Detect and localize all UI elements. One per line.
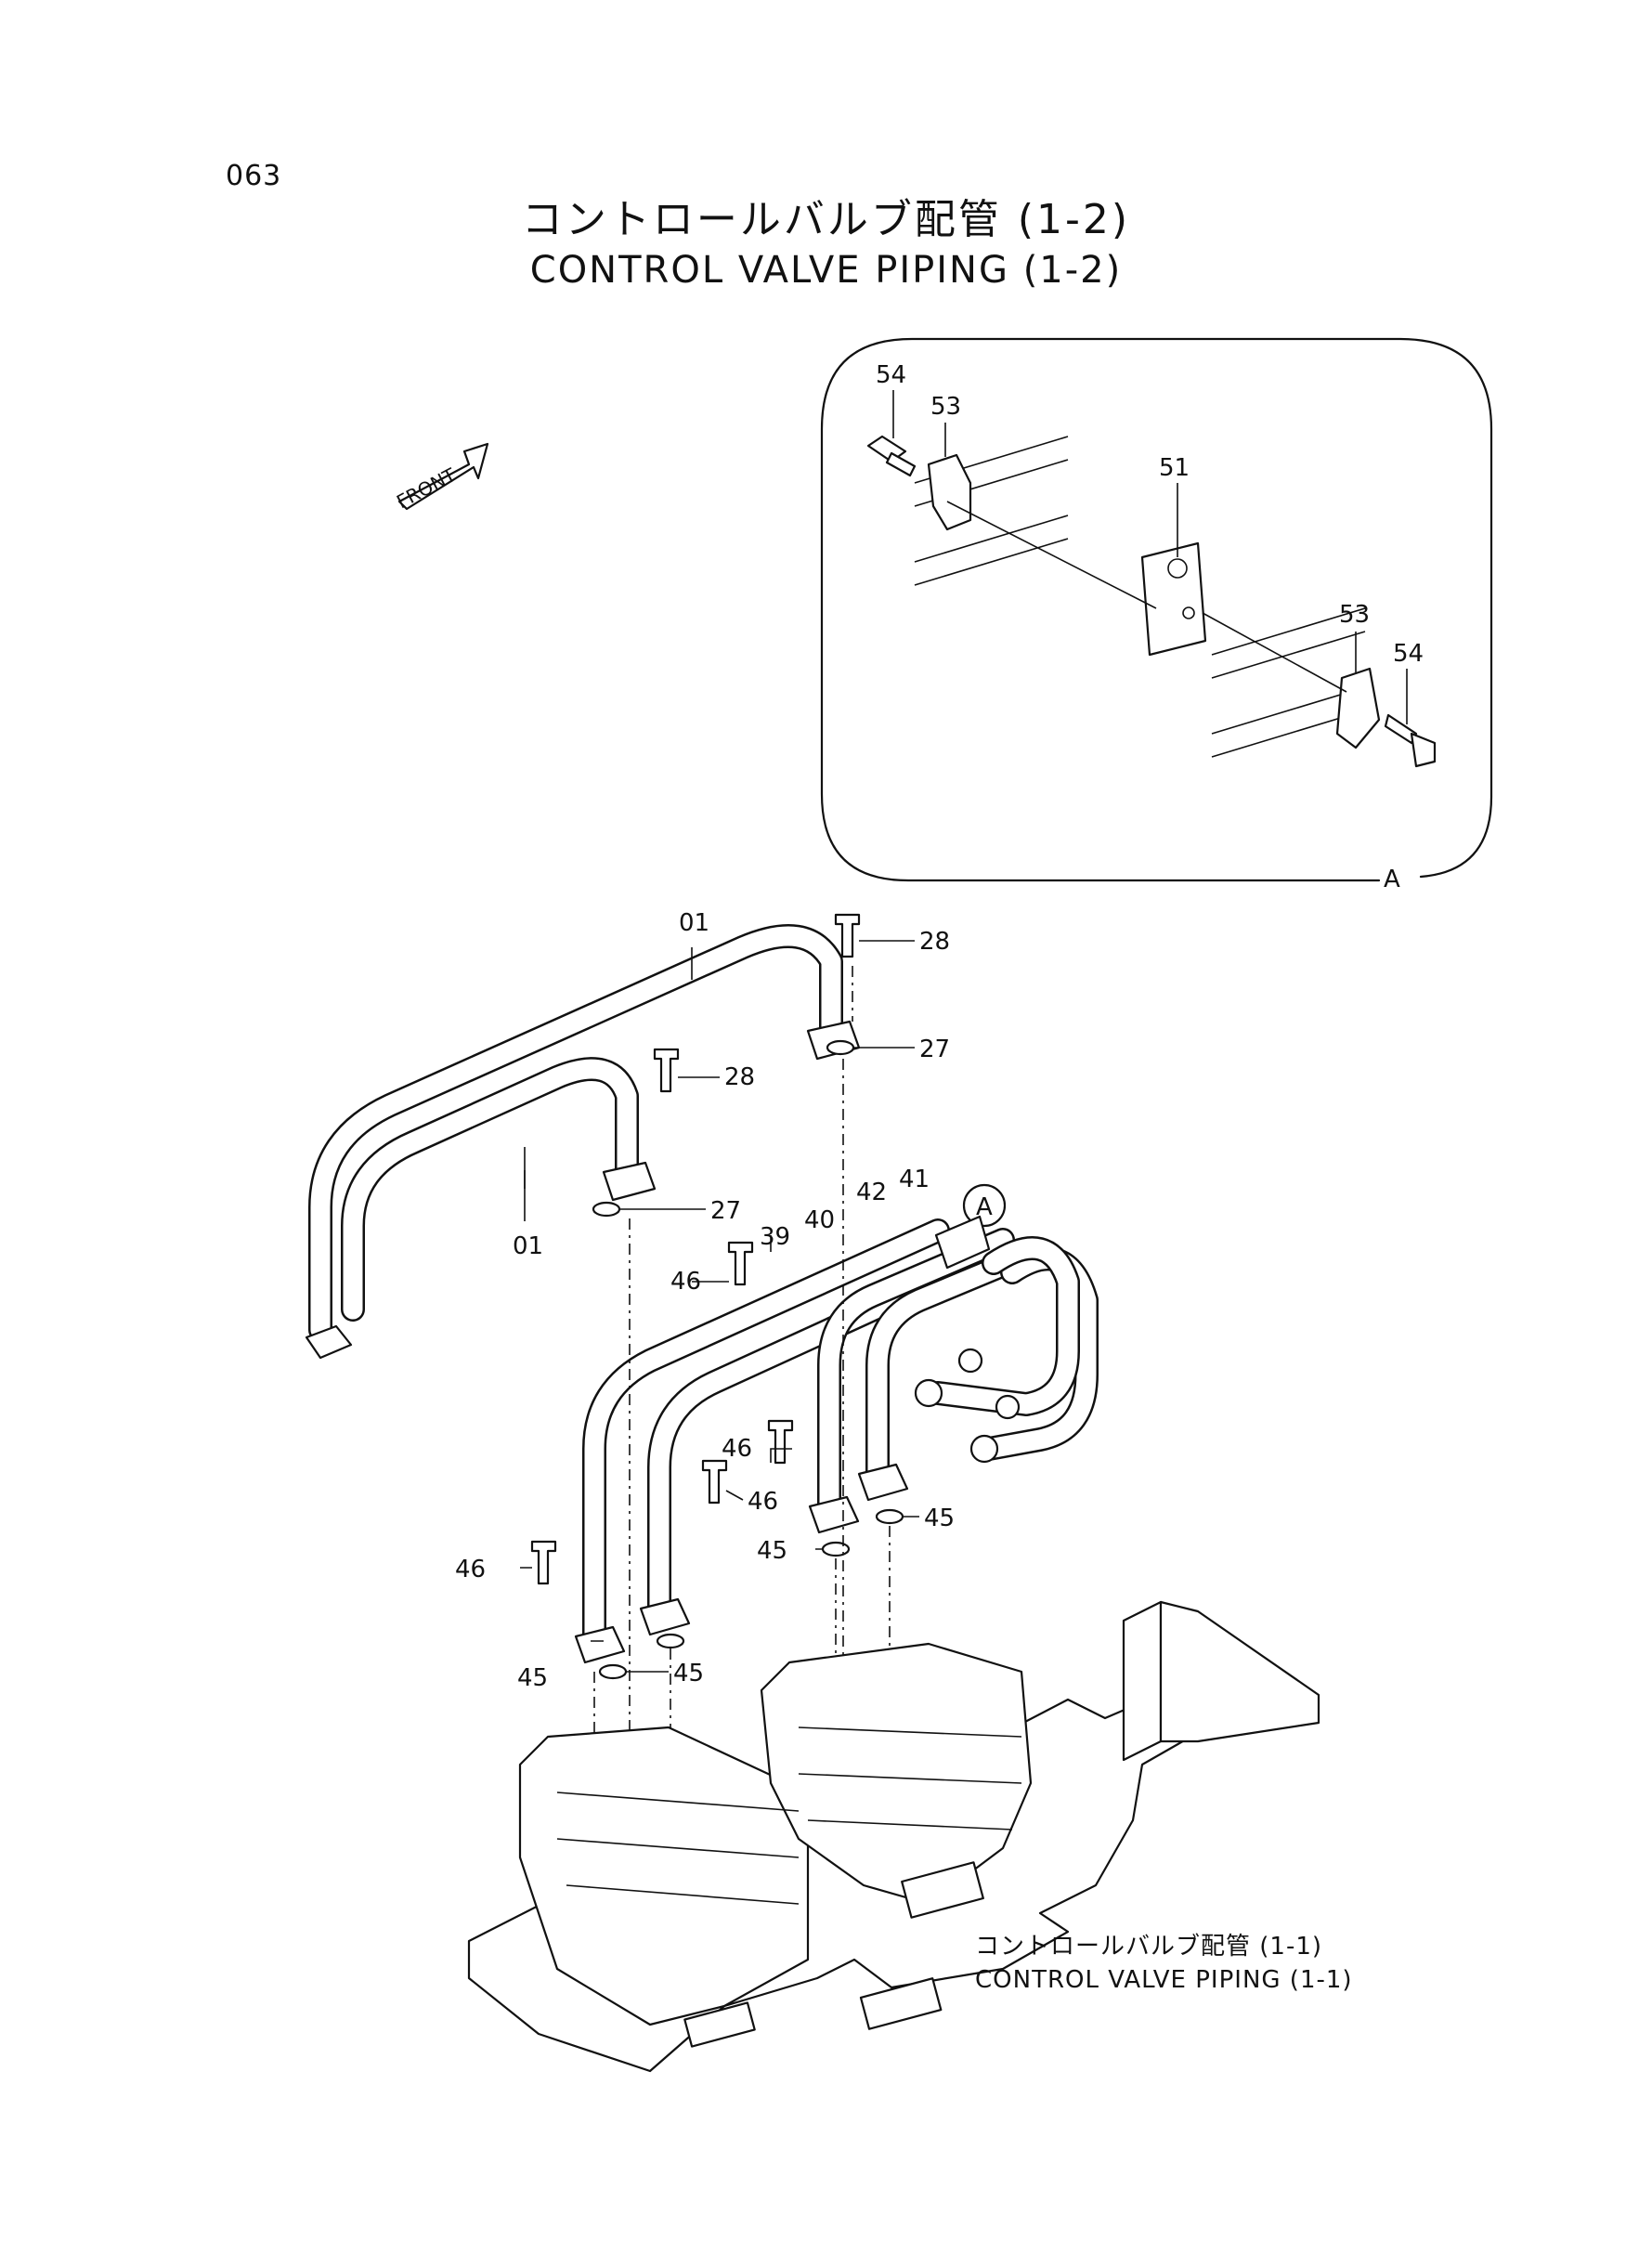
callout-46-a: 46: [670, 1268, 701, 1296]
control-valve-assembly: [467, 1600, 1320, 2073]
callout-53-top: 53: [930, 393, 961, 421]
callout-28-right: 28: [919, 928, 950, 956]
callout-01-upper: 01: [679, 909, 709, 937]
callout-54-bottom: 54: [1393, 640, 1424, 668]
fasteners: 28 28 27 27 01 01 39 40 42 41 46 46 46 4…: [455, 909, 955, 1692]
front-direction-marker: FRONT: [393, 442, 489, 514]
front-label: FRONT: [393, 463, 460, 514]
detail-view-label: A: [1384, 866, 1400, 893]
callout-46-b: 46: [722, 1435, 752, 1463]
detail-view-a: A 54 53 51 53 54: [820, 337, 1493, 893]
callout-53-bottom: 53: [1339, 601, 1370, 629]
callout-46-c: 46: [748, 1488, 778, 1516]
detail-callout-label: A: [976, 1193, 993, 1221]
callout-28-left: 28: [724, 1063, 755, 1091]
callout-27-left: 27: [710, 1197, 741, 1225]
title-japanese: コントロールバルブ配管 (1-2): [521, 196, 1131, 243]
callout-54-top: 54: [876, 361, 906, 389]
reference-note-english: CONTROL VALVE PIPING (1-1): [975, 1966, 1353, 1994]
assembly-lines: [593, 966, 891, 1792]
callout-39: 39: [760, 1223, 790, 1251]
reference-note: コントロールバルブ配管 (1-1) CONTROL VALVE PIPING (…: [975, 1930, 1353, 1997]
callout-51: 51: [1159, 454, 1190, 482]
callout-40: 40: [804, 1206, 835, 1234]
callout-01-lower: 01: [513, 1232, 543, 1260]
reference-note-japanese: コントロールバルブ配管 (1-1): [975, 1933, 1323, 1961]
pipes-39-42: [574, 1215, 1099, 1664]
callout-41: 41: [899, 1166, 930, 1193]
callout-27-right: 27: [919, 1036, 950, 1063]
title-english: CONTROL VALVE PIPING (1-2): [529, 249, 1123, 292]
callout-46-d: 46: [455, 1556, 486, 1583]
callout-45-c: 45: [757, 1537, 787, 1565]
callout-42: 42: [856, 1179, 887, 1206]
callout-45-d: 45: [924, 1505, 955, 1532]
callout-45-a: 45: [673, 1660, 704, 1687]
pipes-01: [305, 924, 861, 1360]
callout-45-b: 45: [517, 1664, 548, 1692]
page-number: 063: [226, 160, 282, 192]
